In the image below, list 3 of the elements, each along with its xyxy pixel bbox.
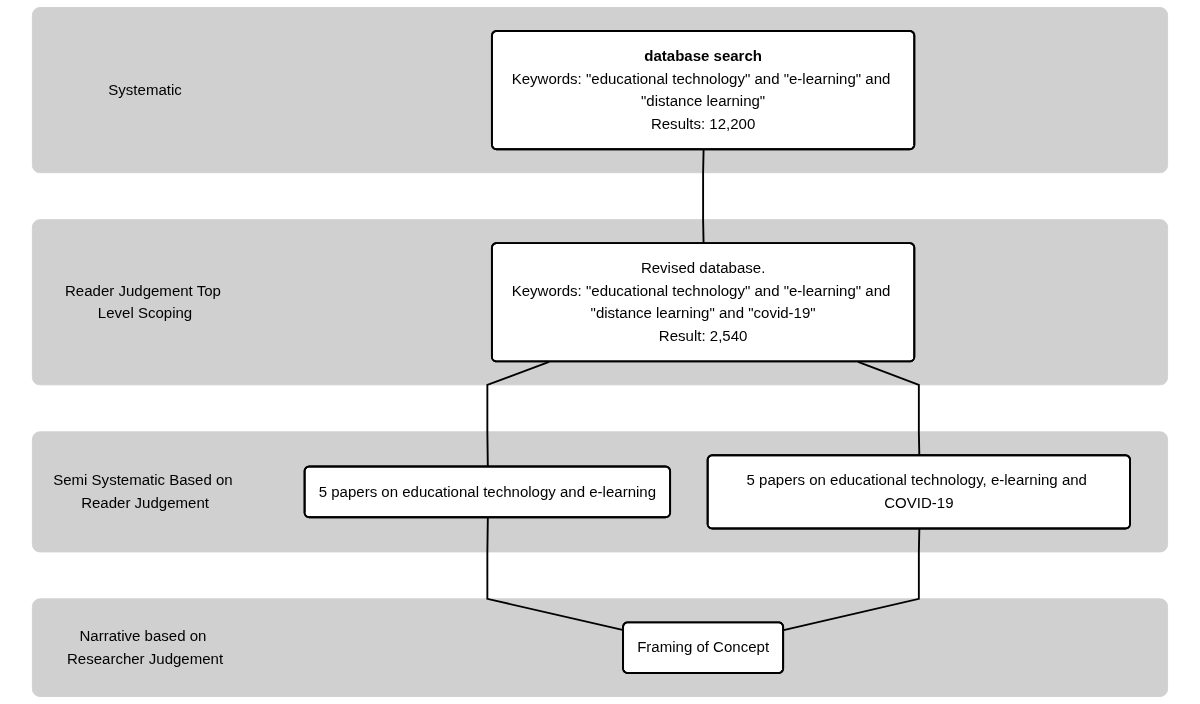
connector [702, 148, 705, 245]
connector [486, 360, 551, 468]
connector [857, 360, 921, 457]
